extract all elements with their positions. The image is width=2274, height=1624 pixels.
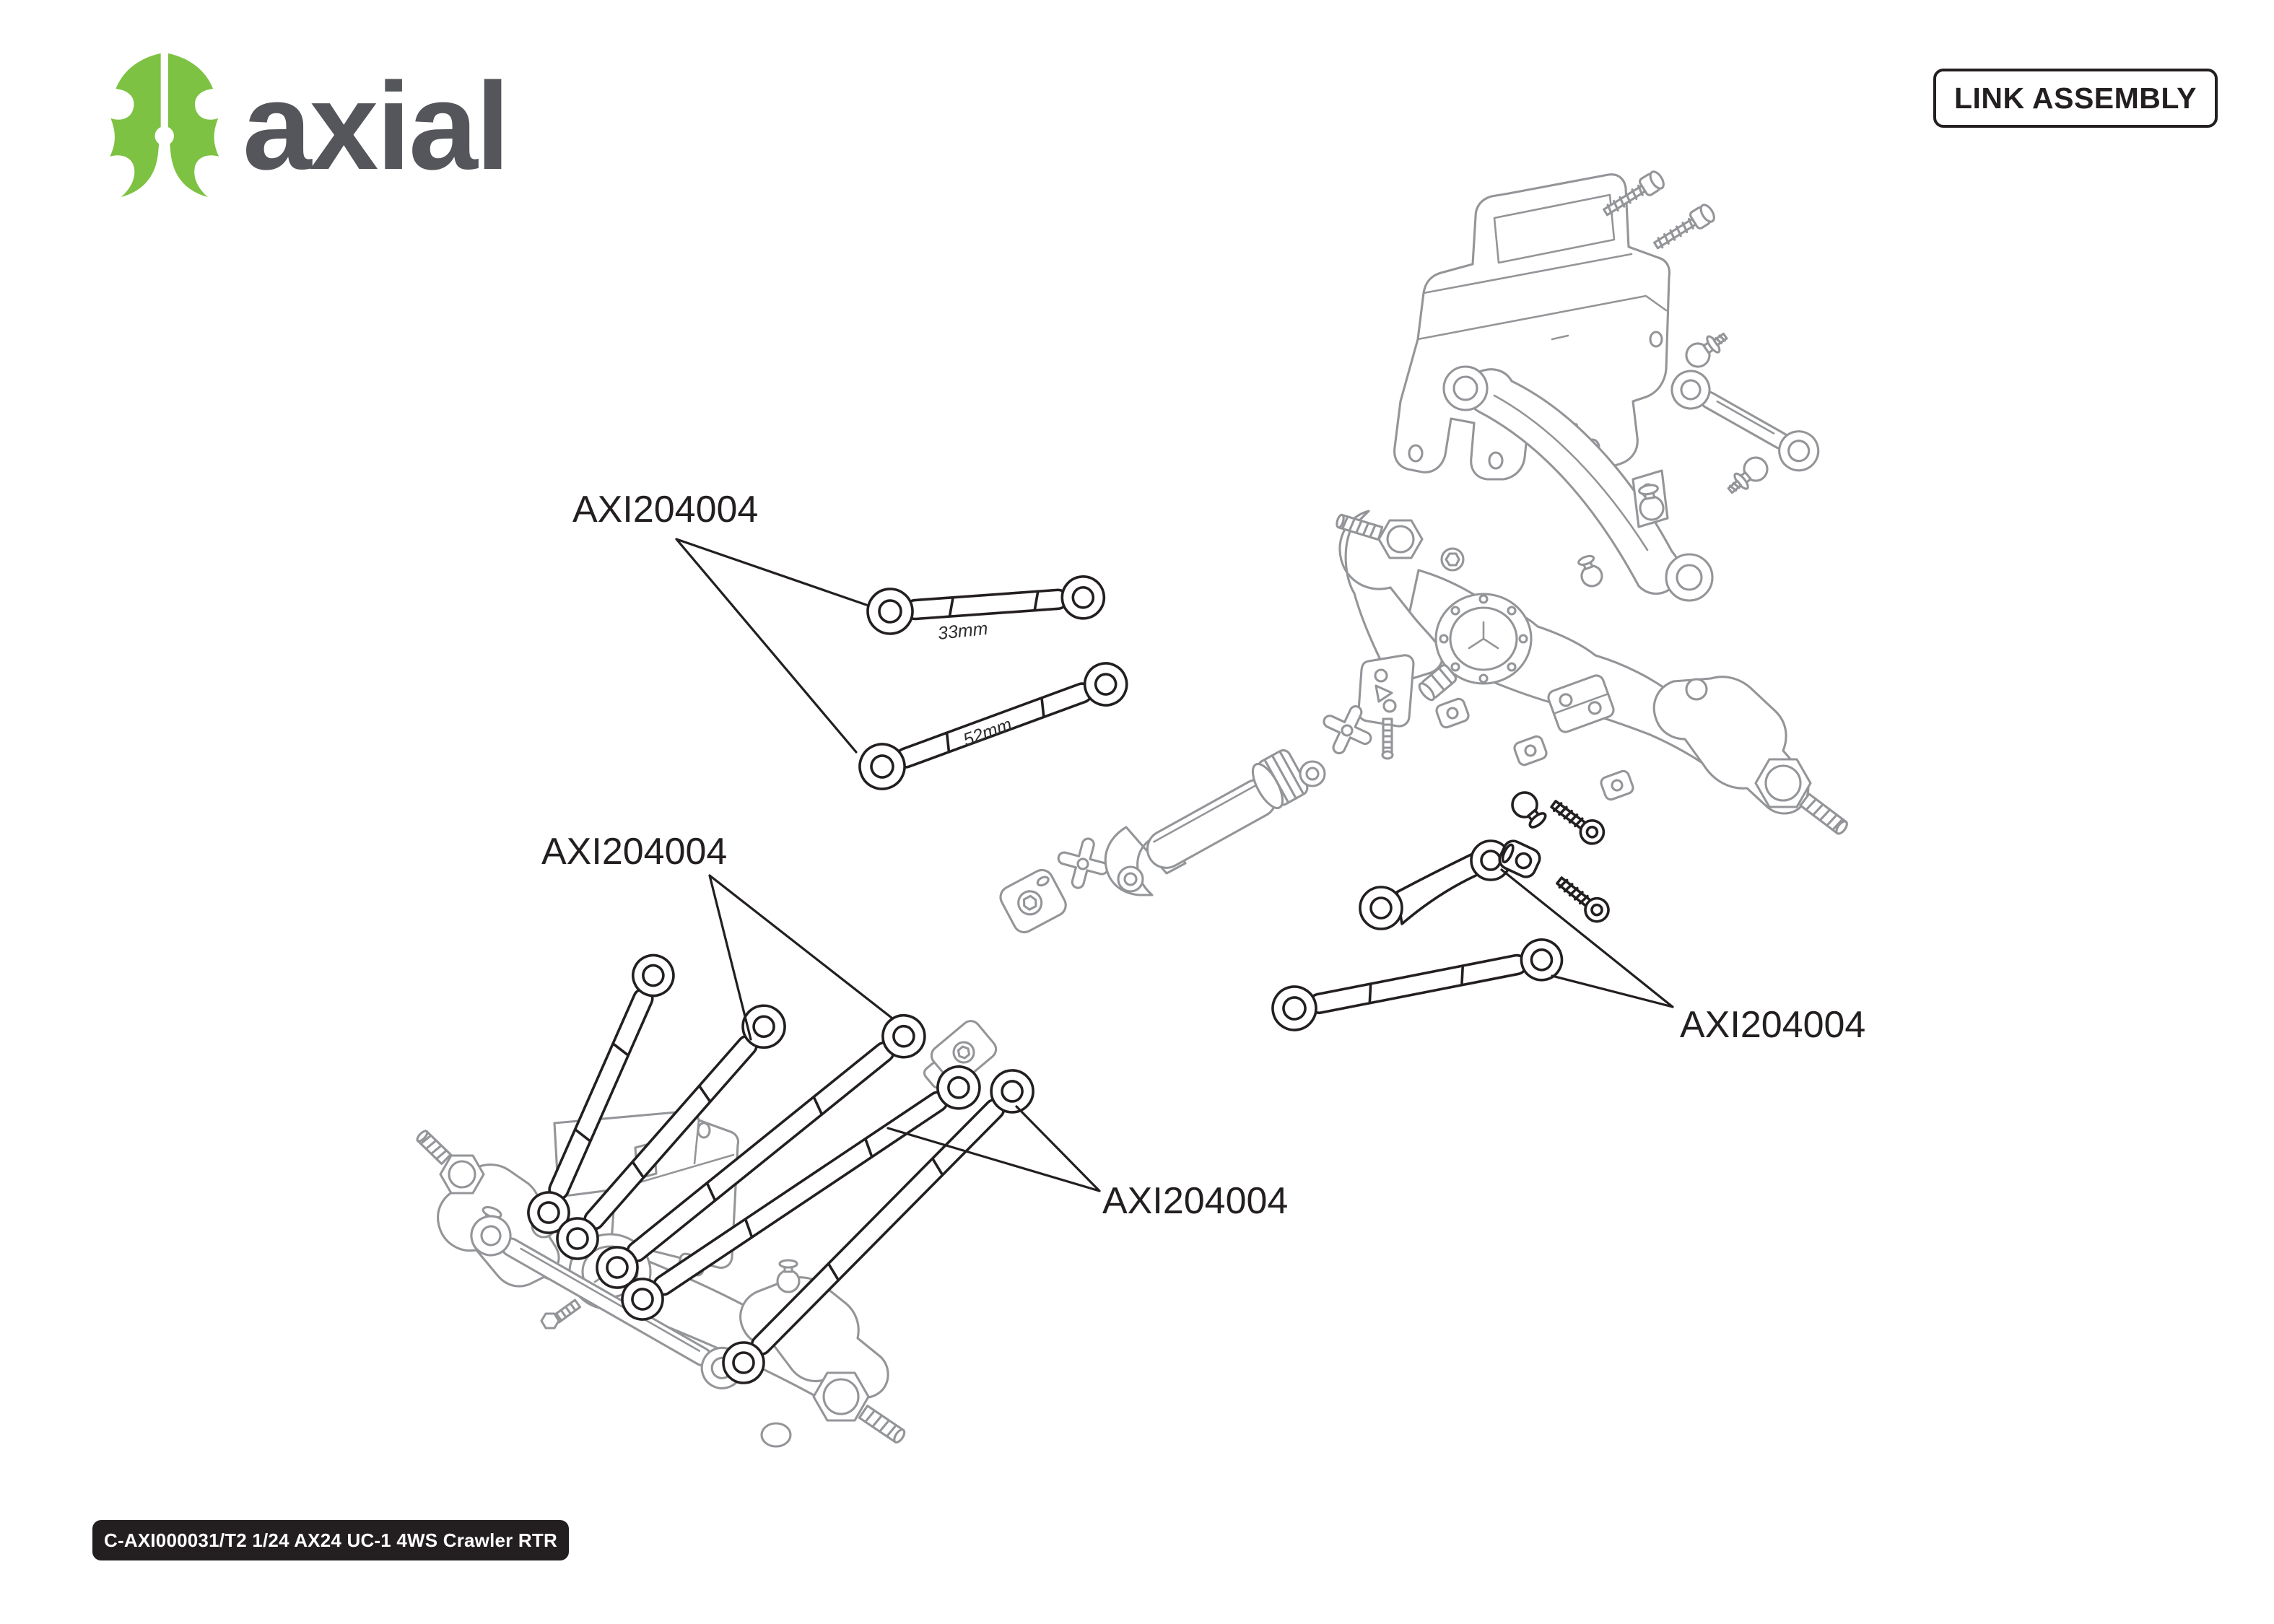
- suspension-links-fan: [527, 953, 1034, 1384]
- axial-emblem-icon: [110, 53, 219, 197]
- machine-screw-icon: [1603, 170, 1665, 217]
- part-label: AXI204004: [541, 831, 727, 873]
- part-label: AXI204004: [1680, 1004, 1865, 1046]
- button-screw-icon: [1556, 876, 1610, 923]
- ball-stud-icon: [1727, 456, 1769, 494]
- rear-drive-coupler: [923, 1020, 998, 1089]
- long-link: [1271, 938, 1564, 1031]
- button-screw-icon: [1550, 800, 1606, 845]
- steering-links-right: [1271, 791, 1610, 1031]
- threaded-stud-icon: [1799, 793, 1848, 835]
- axial-logo-svg: axial: [110, 53, 510, 197]
- link-33mm: 33mm: [866, 575, 1106, 644]
- ball-stud-icon: [1638, 484, 1665, 521]
- ball-stud-icon: [1577, 554, 1603, 588]
- axial-wordmark: axial: [243, 57, 508, 196]
- link-52mm: 52mm: [858, 662, 1128, 790]
- suspension-link: [621, 1065, 981, 1321]
- steering-tie-bar: [1442, 365, 1714, 602]
- suspension-link: [722, 1069, 1034, 1384]
- link-33mm-marking: 33mm: [937, 619, 989, 644]
- driveshaft-assembly: [999, 749, 1326, 934]
- spline-stub-icon: [1418, 664, 1458, 702]
- ball-stud-icon: [1685, 332, 1728, 368]
- title-badge-label: LINK ASSEMBLY: [1953, 81, 2197, 115]
- suspension-link: [556, 1004, 786, 1260]
- short-link: [1359, 839, 1512, 930]
- part-label: AXI204004: [572, 489, 758, 531]
- mount-screws: [1603, 170, 1715, 250]
- suspension-link: [527, 953, 675, 1234]
- spline-collar-icon: [1251, 749, 1309, 810]
- front-axle-assembly: [1312, 484, 1848, 835]
- threaded-stud-icon: [1336, 513, 1384, 541]
- threaded-stud-icon: [858, 1405, 906, 1444]
- set-screw-icon: [1381, 717, 1394, 760]
- leader-lines: [675, 538, 1674, 1192]
- threaded-stud-icon: [416, 1130, 452, 1166]
- title-badge: LINK ASSEMBLY: [1933, 69, 2218, 128]
- footer-badge-label: C-AXI000031/T2 1/24 AX24 UC-1 4WS Crawle…: [104, 1529, 557, 1551]
- pivot-ball-icon: [1498, 839, 1541, 878]
- axial-logo: axial: [92, 45, 554, 204]
- part-label: AXI204004: [1102, 1180, 1288, 1222]
- ball-stud-icon: [776, 1259, 801, 1293]
- drag-link: [1670, 370, 1820, 472]
- suspension-link: [596, 1013, 926, 1289]
- footer-badge: C-AXI000031/T2 1/24 AX24 UC-1 4WS Crawle…: [92, 1520, 569, 1560]
- ball-stud-icon: [1511, 791, 1547, 829]
- machine-screw-icon: [1653, 204, 1715, 250]
- steering-drag-link-group: [1670, 332, 1820, 494]
- link-bracket-icon: [1547, 674, 1615, 733]
- drive-coupler-icon: [999, 868, 1067, 934]
